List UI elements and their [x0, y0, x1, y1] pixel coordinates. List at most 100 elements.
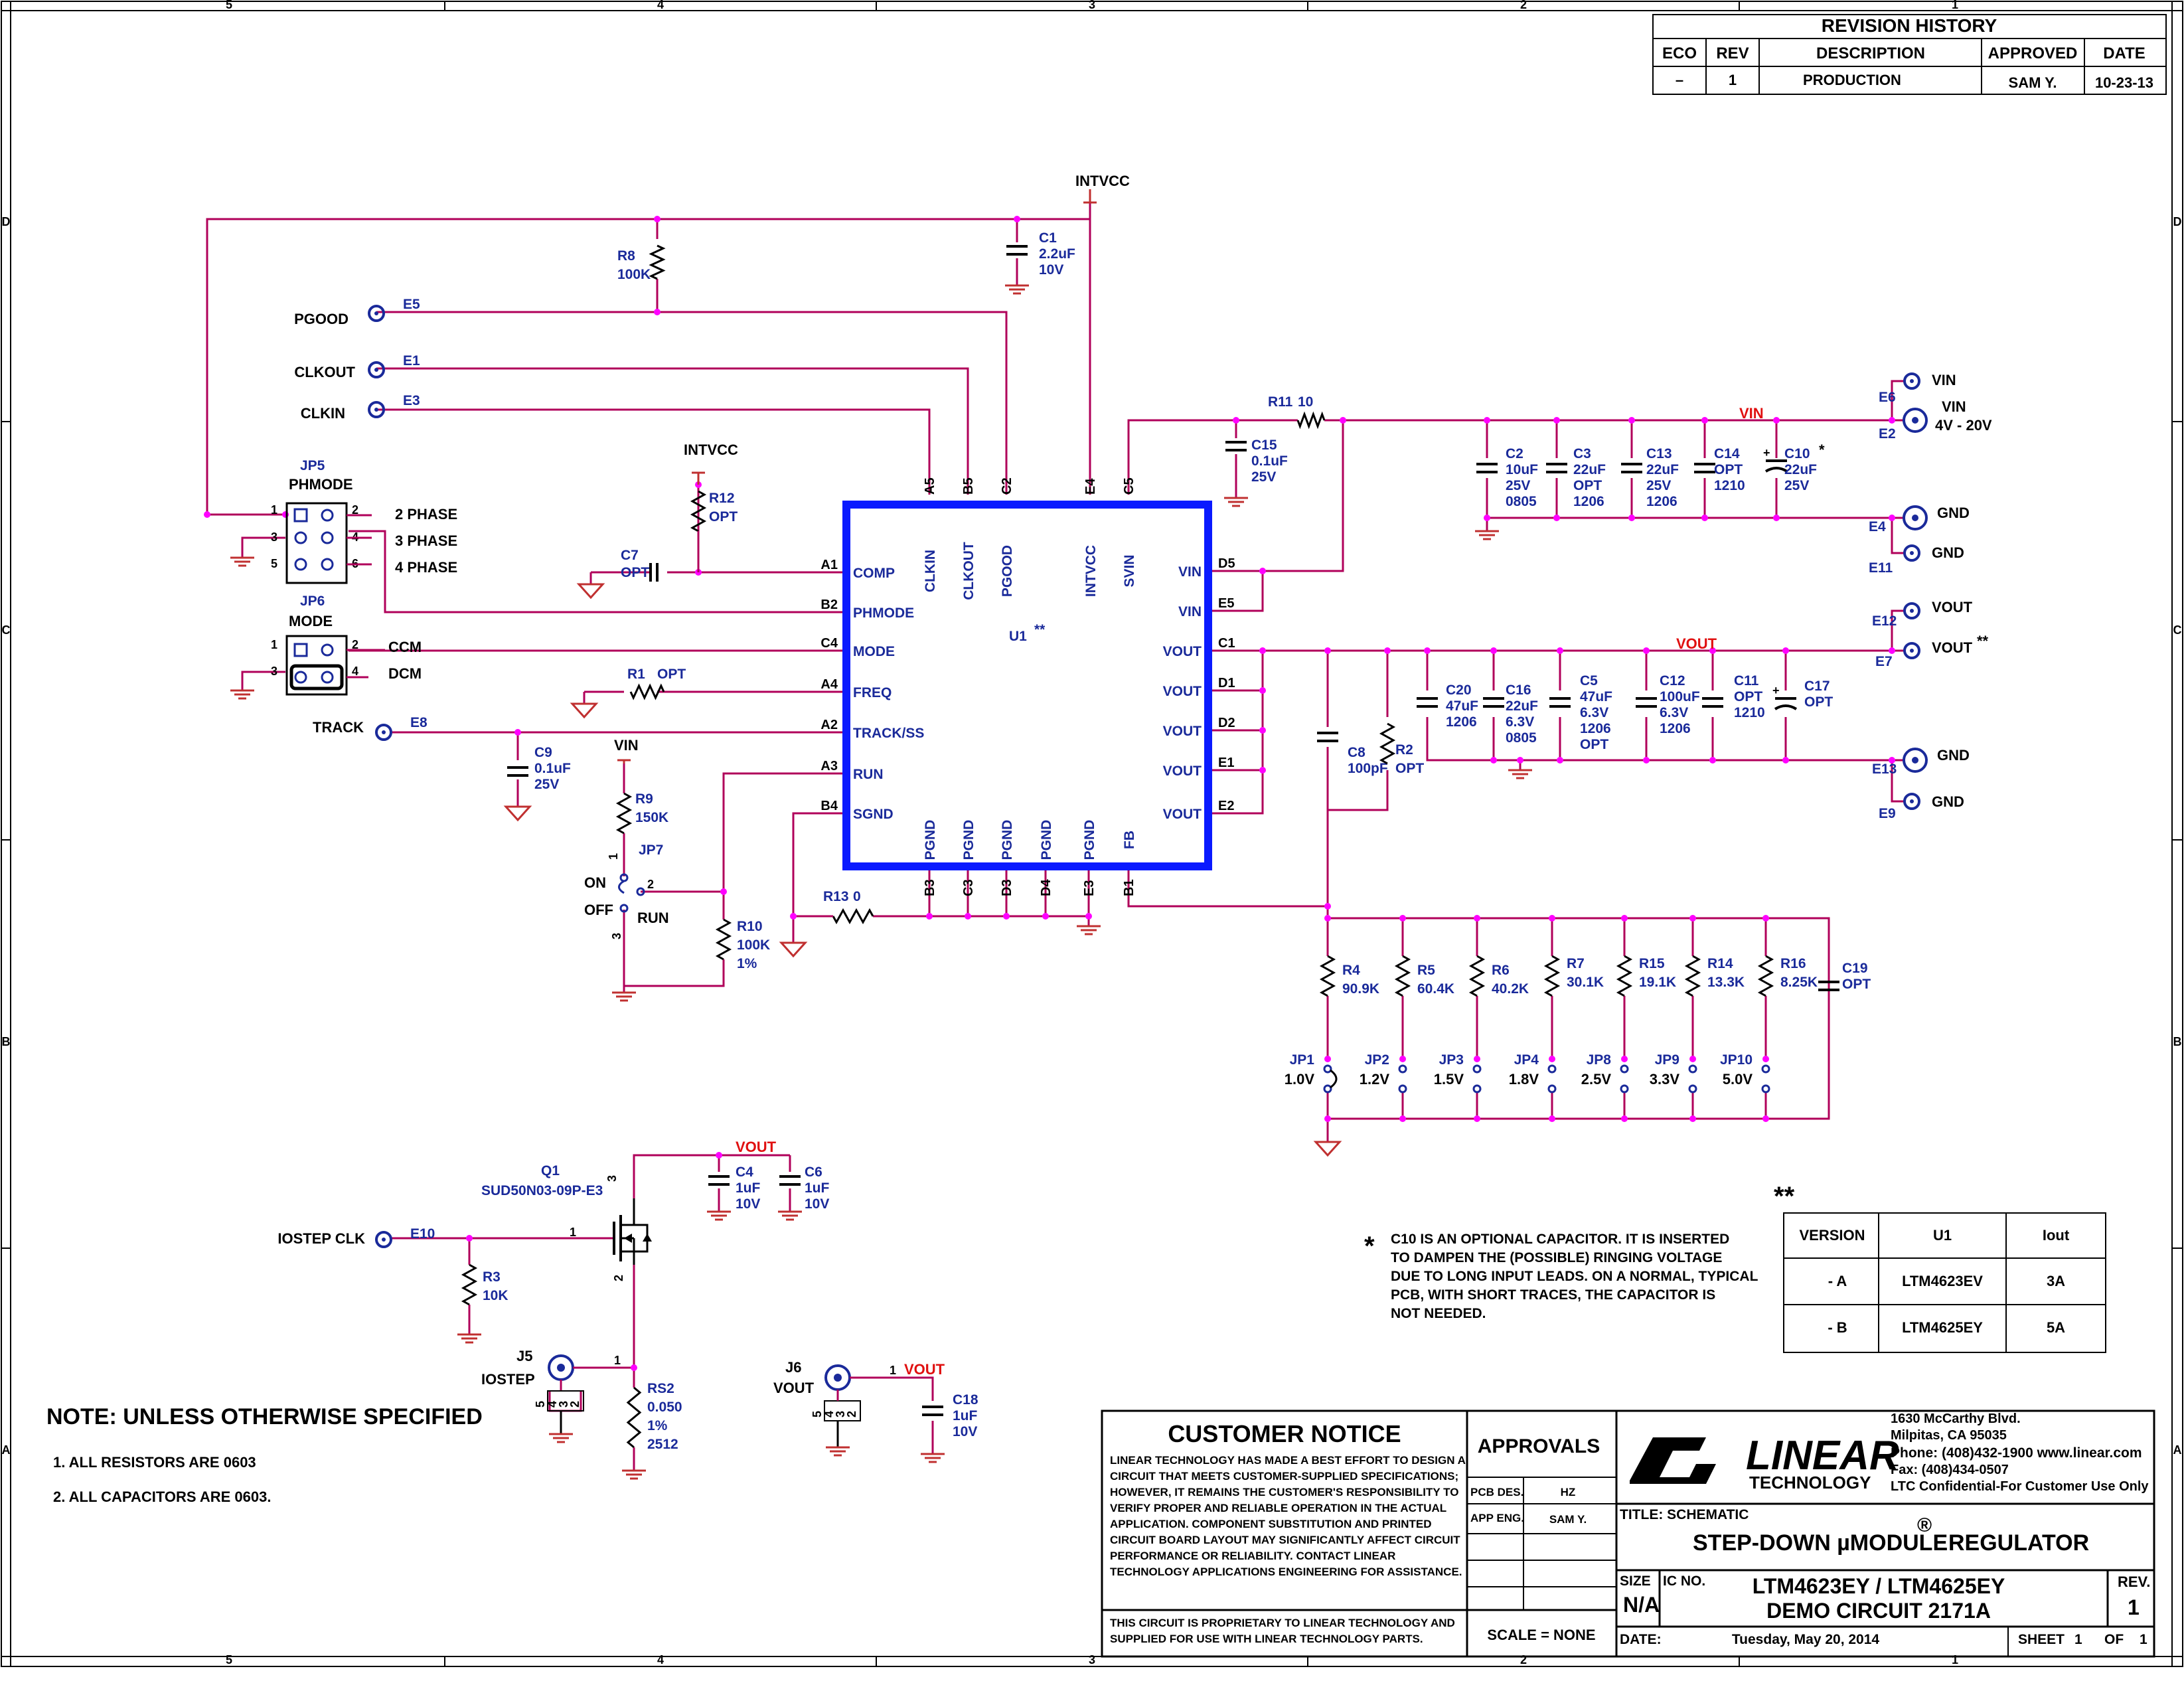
r5-resistor-text-1: 60.4K [1417, 981, 1454, 997]
c2-capacitor-text-1: 10uF [1506, 462, 1538, 477]
c13-capacitor-text-0: C13 [1646, 446, 1672, 461]
junction-dot-9 [1701, 417, 1708, 424]
r4-resistor-text-1: 90.9K [1342, 981, 1379, 997]
junction-dot-1 [1014, 216, 1020, 222]
u1-right-pin-name-5: VOUT [1163, 764, 1202, 779]
revision-history: REVISION HISTORY ECO REV DESCRIPTION APP… [1652, 14, 2167, 95]
vout-e12-terminal[interactable]: VOUT E12 [1872, 599, 1973, 629]
r13-resistor-text-1: 0 [853, 889, 861, 904]
gnd-e9-terminal[interactable]: GND E9 [1879, 793, 1964, 821]
gnd-e4-terminal[interactable]: GND E4 [1869, 505, 1970, 534]
clkout-terminal[interactable]: CLKOUT E1 [294, 353, 420, 380]
e3-ref: E3 [403, 393, 420, 408]
u1-right-pin-num-0: D5 [1218, 556, 1235, 571]
border-row-left-2: B [2, 1035, 11, 1048]
rs2-resistor-text-1: 0.050 [647, 1400, 682, 1415]
jp5-header[interactable]: JP5 PHMODE 1 2 3 4 5 6 2 PHASE 3 PHASE 4… [271, 458, 457, 584]
jp6-pin-2: 2 [352, 638, 358, 651]
vout-e7-stars: ** [1977, 633, 1989, 649]
junction-dot-57 [1689, 1056, 1696, 1062]
track-terminal[interactable]: TRACK E8 [313, 715, 428, 741]
c5-capacitor-text-3: 1206 [1580, 721, 1611, 736]
u1-top-pin-name-3: INTVCC [1083, 545, 1099, 597]
u1-bottom-pin-num-5: B1 [1122, 879, 1136, 896]
junction-dot-6 [1484, 417, 1490, 424]
clkin-terminal[interactable]: CLKIN E3 [301, 393, 420, 422]
r15-resistor-text-0: R15 [1639, 956, 1665, 971]
c4-capacitor-text-1: 1uF [736, 1180, 761, 1196]
jp6-name: MODE [289, 613, 333, 629]
jp7-switch[interactable]: JP7 ON OFF RUN 1 2 3 [584, 843, 669, 939]
net-vout-q1: VOUT [736, 1139, 777, 1155]
c7-capacitor-text-0: C7 [621, 548, 639, 563]
c19-capacitor-text-1: OPT [1842, 977, 1871, 992]
jp7-on: ON [584, 874, 606, 891]
r11-resistor-text-1: 10 [1298, 394, 1313, 410]
j5-pin-1: 1 [614, 1354, 621, 1367]
u1-right-pin-num-2: C1 [1218, 636, 1235, 651]
net-labels: INTVCC INTVCC VIN VOUT VIN VOUT VOUT [614, 173, 1764, 1378]
junction-dot-51 [1762, 1115, 1769, 1122]
c9-capacitor-text-2: 25V [534, 777, 559, 792]
ground-c6 [778, 1210, 802, 1221]
jp5-pin-1: 1 [271, 503, 277, 517]
scale-label: SCALE = NONE [1487, 1627, 1595, 1643]
junction-dot-52 [1324, 1056, 1331, 1062]
r14-resistor-text-1: 13.3K [1707, 975, 1745, 990]
jp6-header[interactable]: JP6 MODE 1 2 3 4 CCM DCM [271, 594, 422, 696]
date-label: DATE: [1620, 1632, 1662, 1647]
net-vin-bus: VIN [1739, 405, 1764, 422]
u1-left-pin-name-3: FREQ [853, 685, 892, 700]
gnd-e13-terminal[interactable]: GND E13 [1872, 747, 1970, 777]
u1-bottom-pin-num-1: C3 [961, 879, 976, 896]
c10-star: * [1819, 442, 1825, 458]
j5-connector[interactable]: J5 IOSTEP 1 5 4 3 2 [481, 1348, 621, 1434]
gnd-e11-terminal[interactable]: GND E11 [1869, 544, 1964, 576]
logo-linear: LINEAR [1746, 1433, 1899, 1479]
vin-e6-terminal[interactable]: VIN E6 [1879, 372, 1956, 405]
jp7-pin-2: 2 [647, 878, 654, 891]
jp7-ref: JP7 [639, 843, 663, 858]
vin-e2-terminal[interactable]: VIN 4V - 20V E2 [1879, 398, 1992, 442]
r8-resistor-text-0: R8 [617, 248, 635, 264]
junction-dot-65 [1003, 913, 1010, 920]
jp5-pin-3: 3 [271, 530, 277, 544]
j6-connector[interactable]: J6 VOUT 1 5 4 3 2 [773, 1359, 896, 1447]
track-label: TRACK [313, 719, 364, 736]
vout-e7-terminal[interactable]: VOUT ** E7 [1875, 633, 1989, 669]
e7-ref: E7 [1875, 654, 1893, 669]
q1-part: SUD50N03-09P-E3 [481, 1183, 603, 1198]
jp6-opt-dcm: DCM [388, 665, 422, 682]
r16-resistor-text-1: 8.25K [1780, 975, 1818, 990]
note-1: 1. ALL RESISTORS ARE 0603 [53, 1454, 256, 1471]
pgood-terminal[interactable]: PGOOD E5 [294, 297, 420, 327]
jp5-pin-5: 5 [271, 557, 277, 570]
ground-c4 [707, 1210, 731, 1221]
u1-top-pin-num-2: C2 [1000, 477, 1014, 495]
junction-dot-34 [1709, 757, 1716, 764]
c19-capacitor-text-0: C19 [1842, 961, 1868, 976]
ground-fb [1313, 1141, 1342, 1157]
j5-pin-4: 4 [546, 1401, 559, 1408]
iostep-terminal[interactable]: IOSTEP CLK E10 [277, 1226, 435, 1248]
c5-capacitor-text-4: OPT [1580, 737, 1608, 752]
rev-description: PRODUCTION [1803, 72, 1901, 88]
c7-capacitor-text-1: OPT [621, 565, 649, 580]
version-a-iout: 3A [2047, 1273, 2065, 1289]
border-row-right-1: C [2173, 623, 2182, 637]
jp7-pin-3: 3 [610, 933, 623, 939]
j6-pin-4: 4 [822, 1411, 836, 1417]
